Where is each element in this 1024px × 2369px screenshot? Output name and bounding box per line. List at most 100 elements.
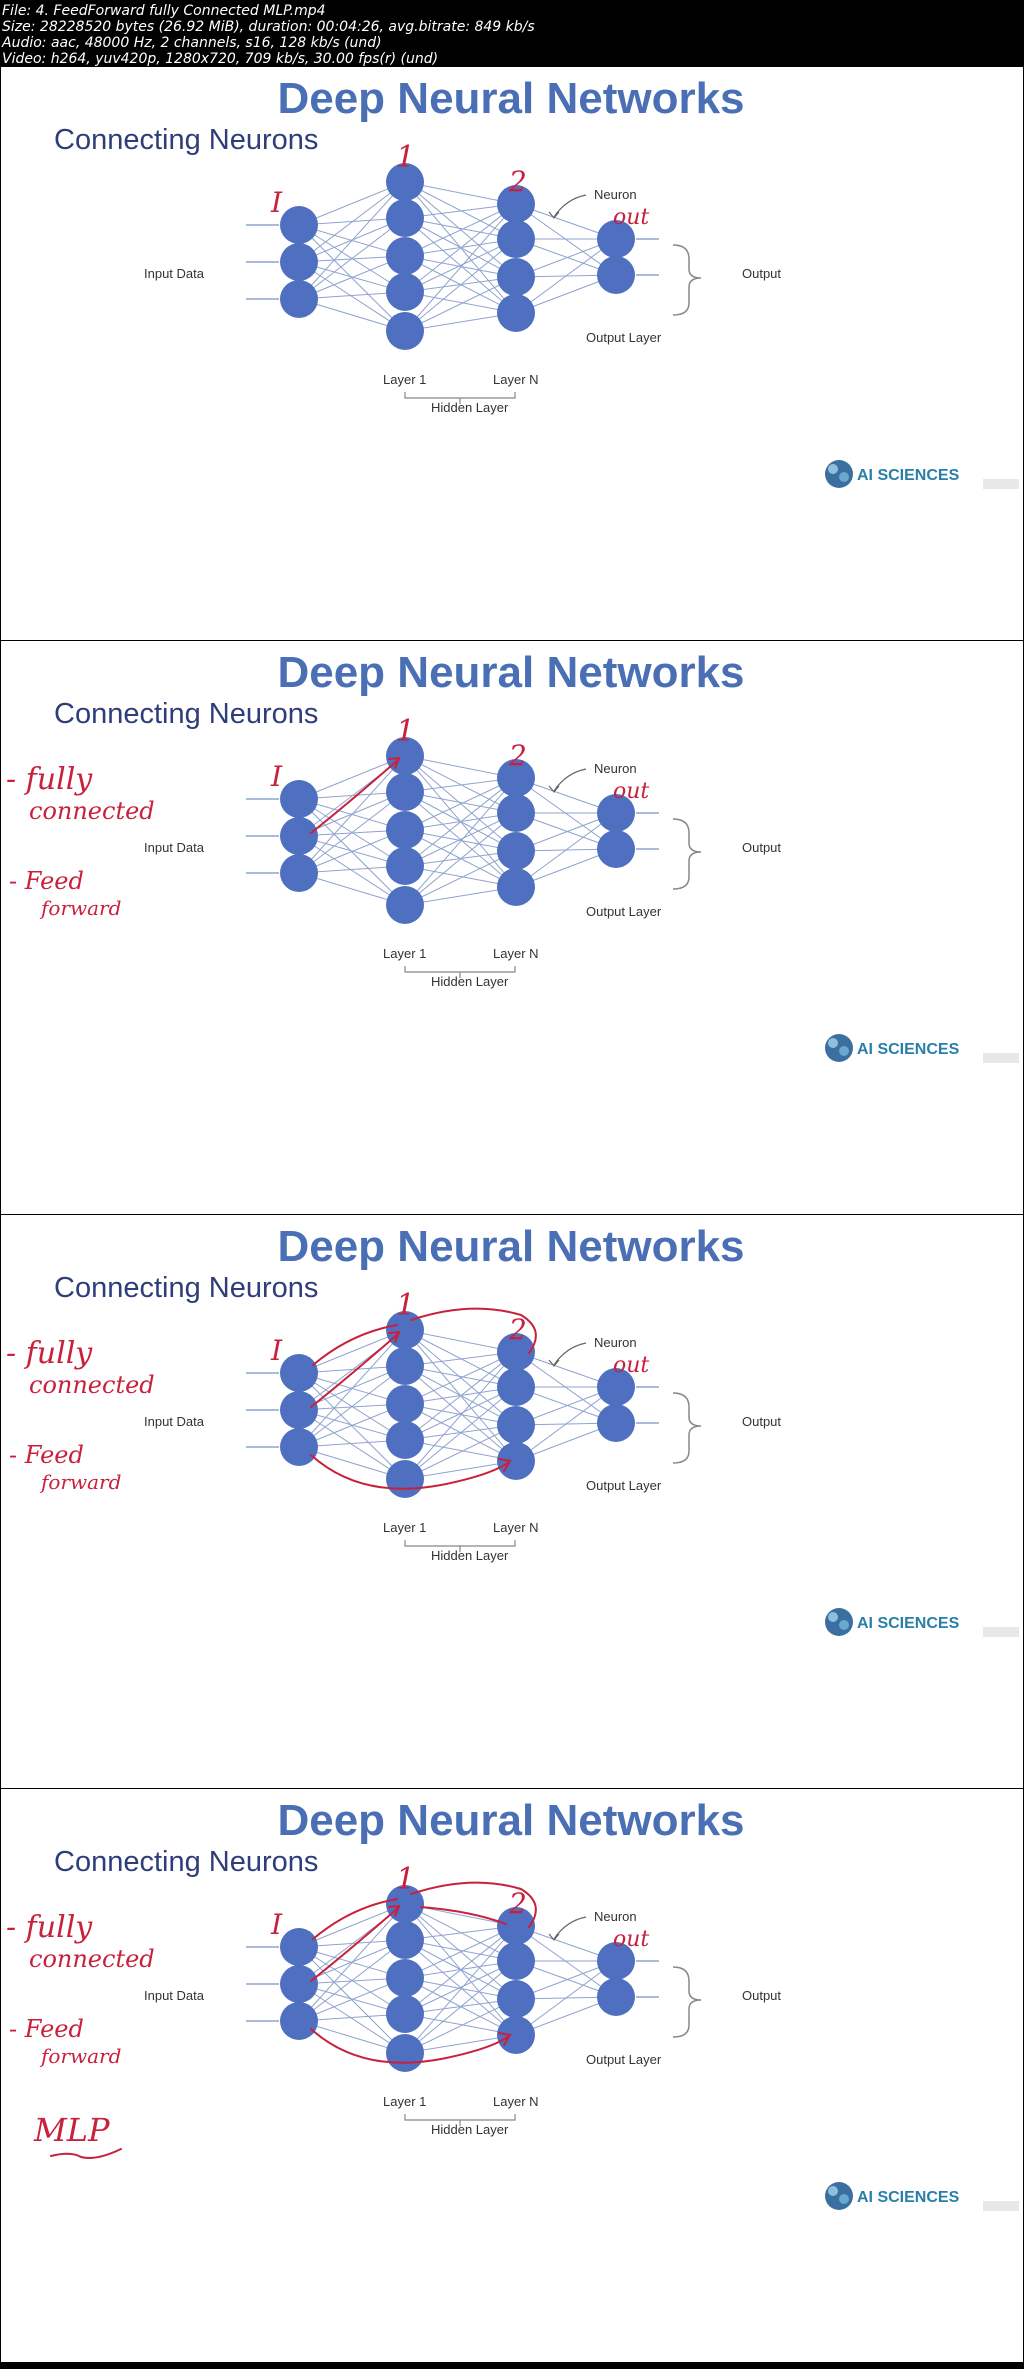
logo-text: AI SCIENCES [857, 467, 960, 484]
slide-title: Deep Neural Networks [277, 648, 744, 697]
ink-arrow-input-top [312, 1324, 398, 1366]
brain-logo-icon [828, 464, 838, 474]
connection-edge [298, 1983, 406, 2054]
connection-edge [298, 1977, 406, 2022]
connection-edge [298, 1903, 406, 2022]
ai-sciences-logo: AI SCIENCES [825, 1608, 960, 1636]
ink-arrowhead [388, 1330, 401, 1343]
neuron-node [386, 1995, 424, 2033]
layerN-label: Layer N [493, 2094, 539, 2109]
output-label: Output [742, 266, 781, 281]
layerN-label: Layer N [493, 1520, 539, 1535]
connection-edge [404, 1424, 517, 1480]
neuron-node [597, 256, 635, 294]
connection-edge [298, 181, 406, 226]
connection-edge [298, 755, 406, 874]
brain-logo-icon [828, 1038, 838, 1048]
neuron-node [497, 1368, 535, 1406]
neuron-node [386, 1385, 424, 1423]
neuron-label: Neuron [594, 187, 637, 202]
brain-logo-icon [839, 1620, 849, 1630]
connection-edge [404, 812, 517, 867]
brain-logo-icon [825, 1034, 853, 1062]
hand-mark-layer2: 2 [508, 165, 527, 198]
neuron-pointer-arrow [553, 1916, 587, 1940]
neuron-node [597, 1404, 635, 1442]
neuron-node [280, 1965, 318, 2003]
connection-edge [404, 203, 517, 332]
ink-arrowhead [498, 1458, 512, 1472]
connection-edge [298, 1329, 406, 1448]
neuron-pointer-arrowhead [548, 785, 560, 793]
layerN-label: Layer N [493, 372, 539, 387]
connection-edge [404, 1351, 517, 1480]
slide-title: Deep Neural Networks [277, 1796, 744, 1845]
connection-edge [404, 1960, 517, 2054]
neuron-node [386, 847, 424, 885]
neuron-node [386, 811, 424, 849]
neuron-node [597, 794, 635, 832]
neuron-node [280, 780, 318, 818]
output-layer-label: Output Layer [586, 1478, 662, 1493]
ink-arrow-input-to-layer1 [310, 1906, 400, 1982]
connection-edge [404, 1925, 517, 2015]
neuron-node [497, 1442, 535, 1480]
annotation-connected: connected [29, 797, 155, 825]
neuron-node [597, 830, 635, 868]
neuron-pointer-arrow [553, 194, 587, 218]
network-neurons [280, 163, 635, 350]
ink-arrow-input-top [312, 1898, 398, 1940]
ai-sciences-logo: AI SCIENCES [825, 1034, 960, 1062]
output-layer-label: Output Layer [586, 330, 662, 345]
neuron-node [597, 1368, 635, 1406]
connection-edge [404, 850, 517, 906]
annotation-feed: - Feed [9, 1441, 84, 1469]
brain-logo-icon [839, 1046, 849, 1056]
neuron-pointer-arrow [553, 1342, 587, 1366]
network-edges [298, 181, 617, 332]
ai-sciences-logo: AI SCIENCES [825, 2182, 960, 2210]
neuron-node [497, 1942, 535, 1980]
hand-mark-input: I [270, 760, 283, 793]
connection-edge [404, 238, 517, 332]
logo-text: AI SCIENCES [857, 2189, 960, 2206]
neuron-node [280, 1354, 318, 1392]
connection-edge [515, 238, 617, 314]
ink-arrow-input-bottom [310, 1454, 510, 1490]
hand-mark-input: I [270, 186, 283, 219]
output-label: Output [742, 840, 781, 855]
output-brace [672, 244, 702, 316]
hidden-brace [404, 2114, 516, 2126]
connection-edge [404, 1960, 517, 2015]
ink-underline-mlp [50, 2148, 122, 2159]
hand-mark-layer2: 2 [508, 1313, 527, 1346]
network-neurons [280, 737, 635, 924]
ink-arrowhead [388, 1904, 401, 1917]
connection-edge [404, 238, 517, 293]
neuron-node [497, 1980, 535, 2018]
annotation-feed: - Feed [9, 867, 84, 895]
connection-edge [404, 1925, 517, 1979]
hidden-layer-label: Hidden Layer [431, 400, 509, 415]
neuron-node [597, 1942, 635, 1980]
neuron-node [280, 206, 318, 244]
hidden-brace [404, 1540, 516, 1552]
connection-edge [404, 203, 517, 293]
hand-mark-layer1: 1 [396, 1862, 415, 1897]
neuron-node [386, 773, 424, 811]
hand-mark-layer1: 1 [396, 140, 415, 175]
hidden-brace [404, 392, 516, 404]
file-info-line: File: 4. FeedForward fully Connected MLP… [2, 3, 326, 19]
neuron-node [597, 220, 635, 258]
neuron-node [280, 1928, 318, 1966]
annotation-forward: forward [39, 2044, 121, 2068]
connection-edge [404, 777, 517, 831]
connection-edge [404, 1351, 517, 1405]
layer1-label: Layer 1 [383, 372, 426, 387]
